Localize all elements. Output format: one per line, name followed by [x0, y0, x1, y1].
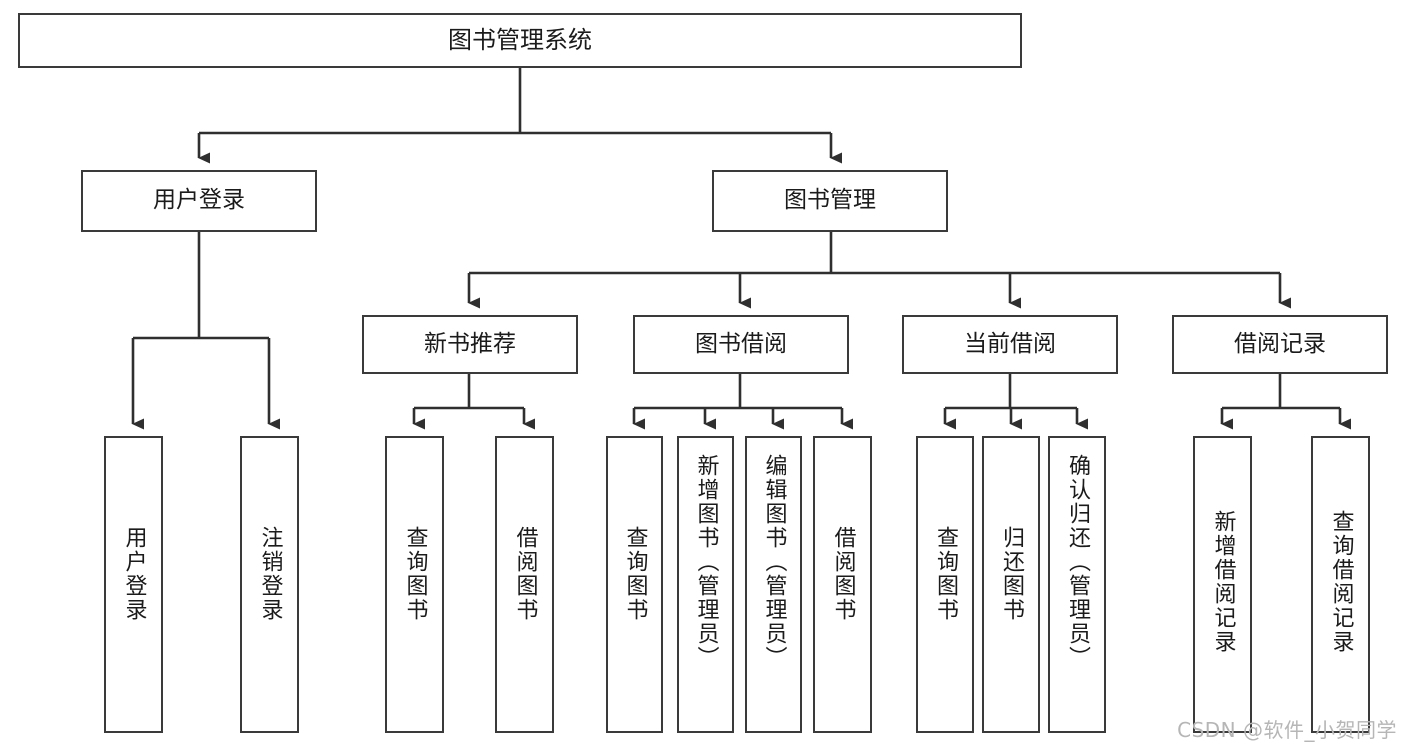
node-current-borrow[interactable]: 当前借阅 [902, 315, 1118, 374]
node-label: 新书推荐 [424, 330, 516, 357]
node-label: 注销登录 [257, 526, 283, 622]
node-leaf-user-login[interactable]: 用户登录 [104, 436, 163, 733]
node-label: 新增借阅记录 [1210, 510, 1236, 654]
node-label: 图书管理 [784, 187, 876, 214]
node-leaf-query-book-borrow[interactable]: 查询图书 [606, 436, 663, 733]
node-book-borrow[interactable]: 图书借阅 [633, 315, 849, 374]
node-label: 图书借阅 [695, 330, 787, 357]
node-label: 确认归还（管理员） [1064, 454, 1090, 670]
node-label: 新增图书（管理员） [693, 454, 719, 670]
node-label: 查询图书 [622, 526, 648, 622]
csdn-watermark: CSDN @软件_小贺同学 [1177, 718, 1397, 742]
node-label: 借阅记录 [1234, 330, 1326, 357]
node-label: 编辑图书（管理员） [761, 454, 787, 670]
node-leaf-query-book-recommend[interactable]: 查询图书 [385, 436, 444, 733]
node-user-login[interactable]: 用户登录 [81, 170, 317, 232]
node-book-management[interactable]: 图书管理 [712, 170, 948, 232]
node-new-book-recommend[interactable]: 新书推荐 [362, 315, 578, 374]
node-leaf-borrow-book-borrow[interactable]: 借阅图书 [813, 436, 872, 733]
node-leaf-edit-book-admin[interactable]: 编辑图书（管理员） [745, 436, 802, 733]
node-label: 归还图书 [998, 526, 1024, 622]
node-label: 查询借阅记录 [1328, 510, 1354, 654]
node-label: 查询图书 [932, 526, 958, 622]
node-leaf-query-borrow-record[interactable]: 查询借阅记录 [1311, 436, 1370, 733]
node-leaf-add-book-admin[interactable]: 新增图书（管理员） [677, 436, 734, 733]
node-label: 查询图书 [402, 526, 428, 622]
node-leaf-user-logout[interactable]: 注销登录 [240, 436, 299, 733]
node-label: 用户登录 [121, 526, 147, 622]
node-label: 用户登录 [153, 187, 245, 214]
node-leaf-add-borrow-record[interactable]: 新增借阅记录 [1193, 436, 1252, 733]
node-label: 图书管理系统 [448, 26, 592, 55]
node-label: 当前借阅 [964, 330, 1056, 357]
node-label: 借阅图书 [512, 526, 538, 622]
node-leaf-query-book-current[interactable]: 查询图书 [916, 436, 974, 733]
node-label: 借阅图书 [830, 526, 856, 622]
node-leaf-borrow-book-recommend[interactable]: 借阅图书 [495, 436, 554, 733]
node-root-book-management-system[interactable]: 图书管理系统 [18, 13, 1022, 68]
node-borrow-record[interactable]: 借阅记录 [1172, 315, 1388, 374]
node-leaf-confirm-return-admin[interactable]: 确认归还（管理员） [1048, 436, 1106, 733]
node-leaf-return-book[interactable]: 归还图书 [982, 436, 1040, 733]
